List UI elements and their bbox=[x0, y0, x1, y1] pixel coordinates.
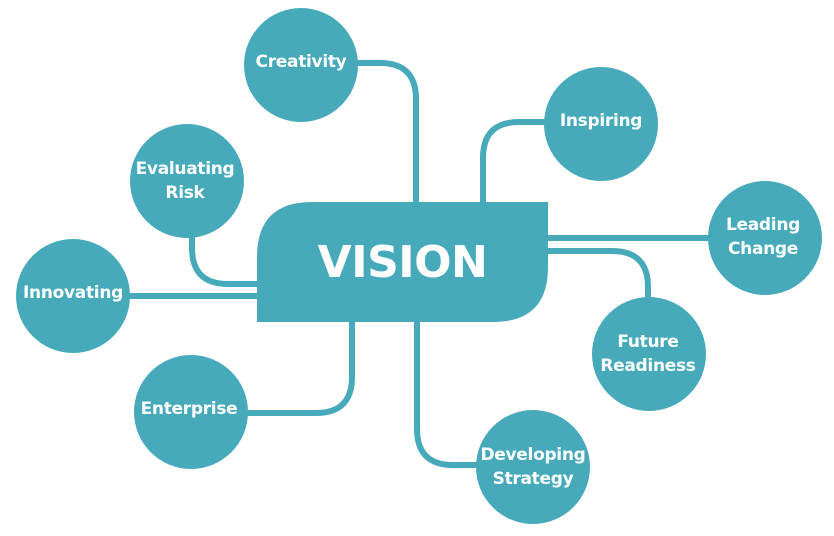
node-text-line: Leading bbox=[725, 215, 800, 235]
center-label: VISION bbox=[317, 236, 488, 288]
node-text-line: Innovating bbox=[23, 283, 123, 303]
connector-future-readiness bbox=[545, 248, 651, 300]
node-circle-evaluating-risk bbox=[130, 124, 244, 238]
center-box bbox=[257, 202, 548, 322]
node-circle-enterprise bbox=[134, 355, 248, 469]
node-label-leading-change: Leading Change bbox=[708, 213, 818, 261]
node-text-line: Future bbox=[617, 332, 679, 352]
node-text-line: Strategy bbox=[492, 469, 574, 489]
node-text-line: Inspiring bbox=[559, 111, 643, 131]
node-label-inspiring: Inspiring bbox=[546, 109, 656, 133]
node-text-line: Developing bbox=[480, 445, 586, 465]
node-label-developing-strategy: Developing Strategy bbox=[478, 443, 588, 491]
node-circle-future-readiness bbox=[592, 297, 706, 411]
node-text-line: Creativity bbox=[255, 52, 347, 72]
node-text-line: Change bbox=[727, 239, 799, 259]
connector-inspiring bbox=[480, 119, 548, 205]
node-label-creativity: Creativity bbox=[246, 50, 356, 74]
node-circle-leading-change bbox=[708, 181, 822, 295]
node-circle-inspiring bbox=[544, 67, 658, 181]
node-circle-developing-strategy bbox=[476, 410, 590, 524]
connector-creativity bbox=[356, 60, 419, 205]
node-label-evaluating-risk: Evaluating Risk bbox=[130, 157, 240, 205]
node-text-line: Evaluating bbox=[135, 159, 235, 179]
node-label-future-readiness: Future Readiness bbox=[593, 330, 703, 378]
node-label-enterprise: Enterprise bbox=[134, 397, 244, 421]
connector-enterprise bbox=[245, 319, 355, 416]
connector-developing-strategy bbox=[414, 319, 480, 468]
node-circle-creativity bbox=[244, 8, 358, 122]
node-text-line: Readiness bbox=[600, 356, 696, 376]
connector-evaluating-risk bbox=[189, 232, 260, 287]
node-text-line: Risk bbox=[165, 183, 205, 203]
node-circle-innovating bbox=[16, 239, 130, 353]
node-text-line: Enterprise bbox=[140, 399, 238, 419]
node-label-innovating: Innovating bbox=[18, 281, 128, 305]
